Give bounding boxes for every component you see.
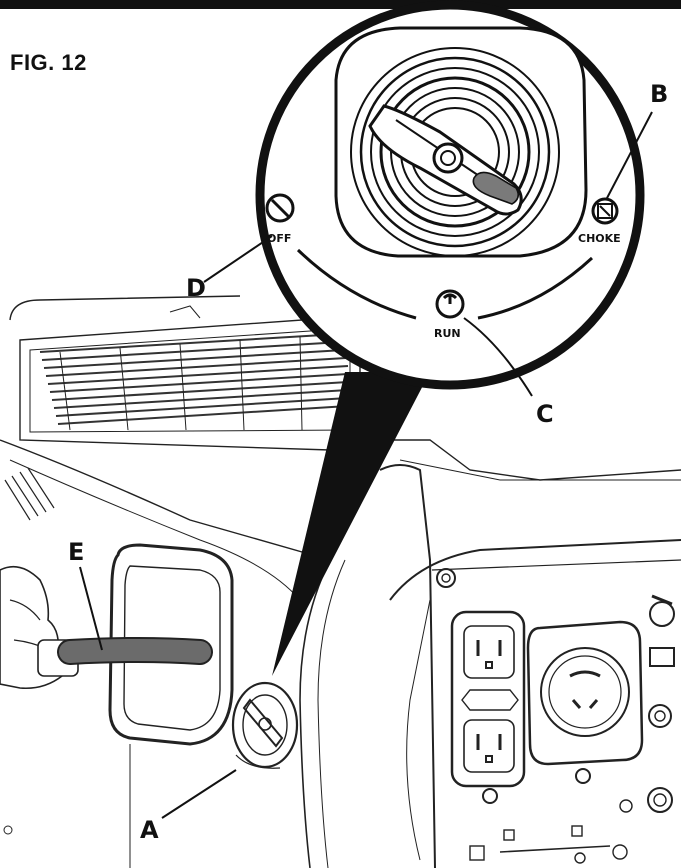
off-icon <box>265 193 295 223</box>
top-rule <box>0 0 681 9</box>
choke-icon <box>591 197 619 225</box>
choke-label: CHOKE <box>578 232 621 245</box>
dial-inset: OFF RUN CHOKE <box>255 0 645 390</box>
leader-e <box>79 566 103 651</box>
hand-and-fuel-line <box>0 565 213 690</box>
generator-body <box>0 295 681 868</box>
run-icon <box>435 289 465 319</box>
callout-a: A <box>140 816 159 844</box>
magnifier-cone <box>272 372 430 676</box>
leader-a <box>161 769 237 819</box>
leader-lines <box>79 111 653 819</box>
leader-b <box>605 111 653 201</box>
callout-b: B <box>650 80 668 108</box>
figure-title: FIG. 12 <box>10 50 87 75</box>
callout-c: C <box>536 400 554 428</box>
off-label: OFF <box>267 232 291 245</box>
leader-d <box>203 235 273 283</box>
callout-e: E <box>68 538 84 566</box>
leader-c <box>463 317 533 397</box>
callout-d: D <box>186 274 206 302</box>
run-label: RUN <box>434 327 461 340</box>
